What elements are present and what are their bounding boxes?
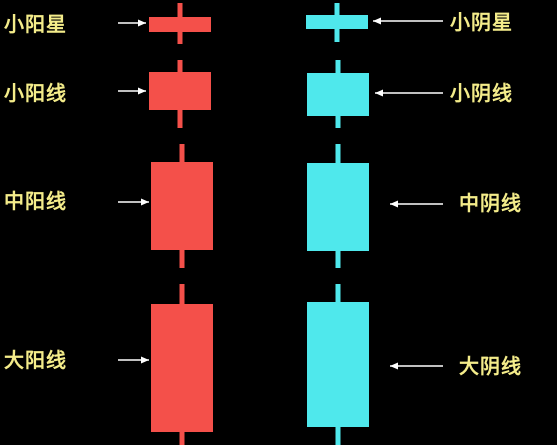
- large-yin-line-body: [307, 302, 369, 427]
- medium-yang-line-upper-wick: [179, 144, 185, 162]
- medium-yang-line-body: [151, 162, 213, 250]
- label-small-yang-line: 小阳线: [4, 81, 67, 105]
- large-yang-line-upper-wick: [179, 284, 185, 304]
- large-yin-line-upper-wick: [335, 284, 341, 302]
- small-yin-star-upper-wick: [334, 3, 340, 15]
- small-yang-line-body: [149, 72, 211, 110]
- label-large-yang-line: 大阳线: [4, 348, 67, 372]
- small-yang-line-lower-wick: [177, 110, 183, 128]
- small-yin-star-arrow-head: [373, 17, 381, 25]
- medium-yin-line-arrow-head: [390, 200, 398, 208]
- medium-yin-line-upper-wick: [335, 144, 341, 163]
- large-yin-line-arrow-head: [390, 362, 398, 370]
- small-yang-star-upper-wick: [177, 3, 183, 17]
- small-yin-line-body: [307, 73, 369, 116]
- small-yang-star-body: [149, 17, 211, 32]
- small-yang-star-lower-wick: [177, 32, 183, 44]
- small-yin-line-upper-wick: [335, 60, 341, 73]
- small-yang-line-upper-wick: [177, 60, 183, 72]
- label-medium-yang-line: 中阳线: [4, 189, 67, 213]
- medium-yang-line-lower-wick: [179, 250, 185, 268]
- large-yang-line-lower-wick: [179, 432, 185, 445]
- label-small-yin-line: 小阴线: [450, 81, 513, 105]
- small-yin-star-body: [306, 15, 368, 29]
- medium-yin-line-lower-wick: [335, 251, 341, 268]
- label-small-yang-star: 小阳星: [4, 12, 67, 36]
- medium-yang-line-arrow-head: [141, 198, 149, 206]
- label-large-yin-line: 大阴线: [459, 354, 522, 378]
- label-medium-yin-line: 中阴线: [459, 191, 522, 215]
- label-small-yin-star: 小阴星: [450, 10, 513, 34]
- medium-yin-line-body: [307, 163, 369, 251]
- small-yin-line-arrow-head: [375, 89, 383, 97]
- large-yang-line-body: [151, 304, 213, 432]
- small-yin-line-lower-wick: [335, 116, 341, 128]
- small-yang-line-arrow-head: [138, 87, 146, 95]
- small-yang-star-arrow-head: [138, 19, 146, 27]
- large-yin-line-lower-wick: [335, 427, 341, 445]
- small-yin-star-lower-wick: [334, 29, 340, 42]
- large-yang-line-arrow-head: [141, 356, 149, 364]
